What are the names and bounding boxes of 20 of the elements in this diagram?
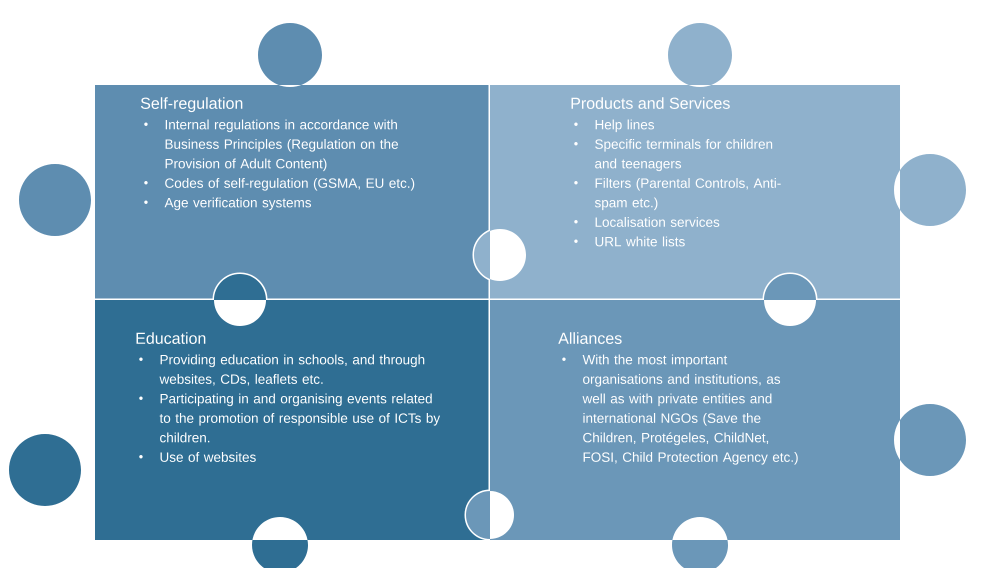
puzzle-piece: Alliances With the most important organisations and institutions, as well as with private entities and international NGOs (Save the Children, Protégeles, ChildNet, FOSI, Child Protection Agency etc.) xyxy=(464,272,968,568)
node-label: Education xyxy=(136,332,206,344)
node-label: Participating in and organising events related to the promotion of responsible use of ICTs by children. xyxy=(160,394,440,442)
node-label: Use of websites xyxy=(160,452,256,462)
node-label: Specific terminals for children and teenagers xyxy=(595,139,772,172)
puzzle-piece: Products and Services Help lines Specific terminals for children and teenagers Filters (Parental Controls, Anti-spam etc.) Localisation services URL white lists xyxy=(472,22,968,302)
node-label: Products and Services xyxy=(572,97,730,109)
puzzle-piece: Education Providing education in schools, and through websites, CDs, leaflets etc. Participating in and organising events related to the promotion of responsible use of ICTs by children. Use of websites xyxy=(8,272,492,568)
puzzle-piece: Self-regulation Internal regulations in accordance with Business Principles (Regulation on the Provision of Adult Content) Codes of self-regulation (GSMA, EU etc.) Age verification systems xyxy=(18,22,492,302)
node-label: Self-regulation xyxy=(140,97,242,112)
node-label: Internal regulations in accordance with Business Principles (Regulation on the Provision of Adult Content) xyxy=(166,120,398,172)
node-label: Providing education in schools, and through websites, CDs, leaflets etc. xyxy=(159,354,424,386)
node-label: Codes of self-regulation (GSMA, EU etc.) xyxy=(165,178,414,191)
node-label: Filters (Parental Controls, Anti-spam etc.) xyxy=(594,178,781,210)
node-label: Localisation services xyxy=(596,217,720,227)
node-label: Help lines xyxy=(596,120,654,132)
node-label: Age verification systems xyxy=(164,198,312,210)
node-label: Alliances xyxy=(558,332,622,344)
node-label: URL white lists xyxy=(596,236,685,246)
node-label: With the most important organisations and institutions, as well as with private entities and international NGOs (Save the Children, Protégeles, ChildNet, FOSI, Child Protection Agency etc.) xyxy=(582,354,798,465)
